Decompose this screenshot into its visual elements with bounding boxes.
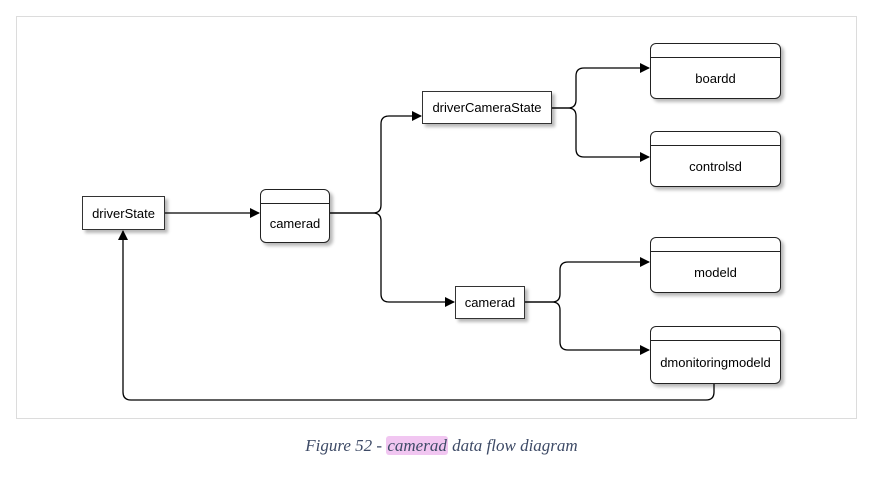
node-dmonitoringmodeld: dmonitoringmodeld bbox=[650, 326, 781, 384]
arrow-camerad-to-camerad-msg bbox=[330, 212, 455, 307]
arrow-drivercamerastate-to-boardd bbox=[552, 63, 650, 109]
node-drivercamerastate: driverCameraState bbox=[422, 91, 552, 124]
node-camerad-message: camerad bbox=[455, 286, 525, 319]
caption-suffix: data flow diagram bbox=[447, 436, 578, 455]
node-camerad-process-label: camerad bbox=[269, 215, 321, 231]
arrow-camerad-msg-to-dmonitoringmodeld bbox=[525, 301, 650, 355]
arrow-drivercamerastate-to-controlsd bbox=[552, 107, 650, 162]
node-driverstate-label: driverState bbox=[92, 205, 155, 221]
node-boardd-label: boardd bbox=[695, 70, 736, 86]
caption-highlight: camerad bbox=[386, 436, 448, 455]
node-driverstate: driverState bbox=[82, 196, 165, 230]
node-camerad-process: camerad bbox=[260, 189, 330, 243]
arrow-camerad-to-drivercamerastate bbox=[330, 111, 422, 214]
node-controlsd: controlsd bbox=[650, 131, 781, 187]
node-controlsd-label: controlsd bbox=[689, 158, 742, 174]
node-modeld: modeld bbox=[650, 237, 781, 293]
node-camerad-message-label: camerad bbox=[464, 295, 516, 310]
node-dmonitoringmodeld-label: dmonitoringmodeld bbox=[660, 354, 771, 370]
node-camerad-process-header bbox=[261, 190, 329, 204]
node-dmonitoringmodeld-header bbox=[651, 327, 780, 341]
node-modeld-label: modeld bbox=[694, 264, 737, 280]
node-modeld-header bbox=[651, 238, 780, 252]
node-drivercamerastate-label: driverCameraState bbox=[432, 100, 542, 115]
node-controlsd-header bbox=[651, 132, 780, 146]
arrow-dmonitoringmodeld-to-driverstate bbox=[118, 230, 715, 401]
figure-caption: Figure 52 - camerad data flow diagram bbox=[0, 436, 883, 456]
arrow-camerad-msg-to-modeld bbox=[525, 257, 650, 303]
node-boardd-header bbox=[651, 44, 780, 58]
node-boardd: boardd bbox=[650, 43, 781, 99]
diagram-frame bbox=[16, 16, 857, 419]
caption-prefix: Figure 52 - bbox=[305, 436, 387, 455]
